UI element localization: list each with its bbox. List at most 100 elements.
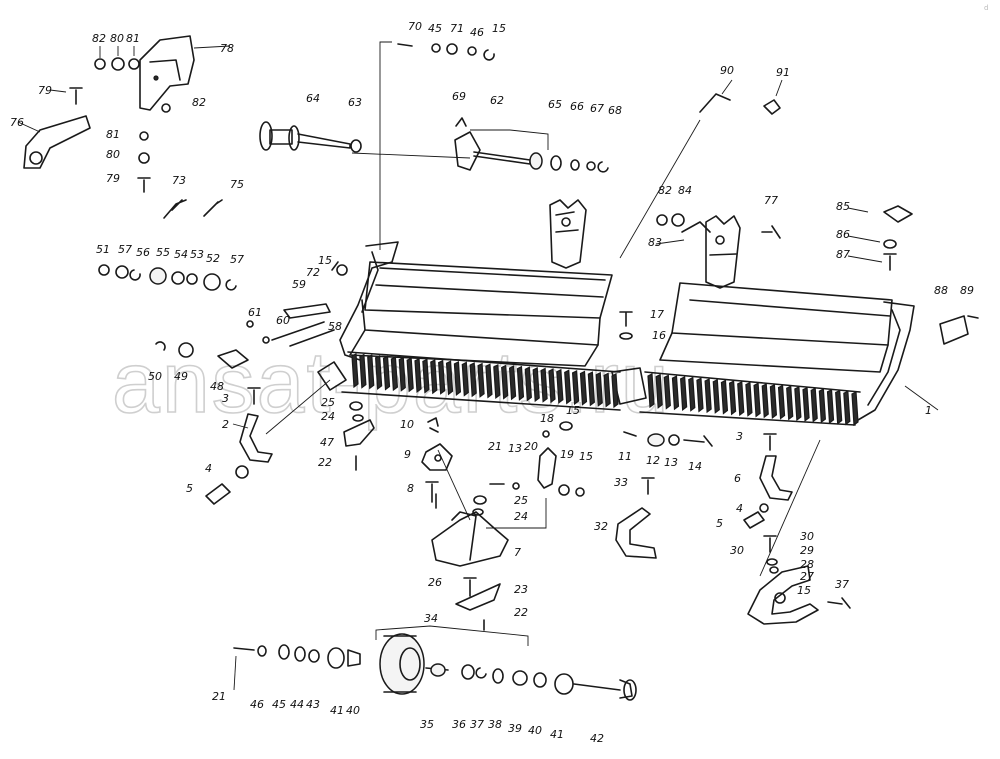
bearing-stack-51-57 xyxy=(98,264,237,291)
tine-tooth xyxy=(485,363,493,399)
callout-label: 79 xyxy=(106,172,120,185)
callout-label: 42 xyxy=(590,732,604,745)
tine-tooth xyxy=(753,382,761,418)
callout-label: 68 xyxy=(608,104,622,117)
callout-label: 45 xyxy=(428,22,442,35)
tine-tooth xyxy=(422,358,430,394)
tine-tooth xyxy=(548,368,556,404)
callout-labels: 1 2 3 3 4 4 5 5 6 7 8 9 10 11 12 13 13 1… xyxy=(10,20,974,745)
bolt-69 xyxy=(455,117,467,127)
tine-tooth xyxy=(524,366,532,402)
callout-label: 7 xyxy=(514,546,521,559)
hitch-tower-left xyxy=(549,199,587,269)
callout-label: 19 xyxy=(560,448,574,461)
callout-label: 16 xyxy=(652,329,666,342)
callout-label: 43 xyxy=(306,698,320,711)
callout-label: 17 xyxy=(650,308,664,321)
callout-label: 14 xyxy=(688,460,702,473)
tine-tooth xyxy=(382,355,391,391)
tine-left-2 xyxy=(205,387,273,505)
callout-label: 83 xyxy=(648,236,662,249)
callout-label: 81 xyxy=(126,32,140,45)
tine-tooth xyxy=(540,367,548,403)
leader-9 xyxy=(437,449,471,521)
callout-label: 55 xyxy=(156,246,170,259)
top-fastener-row xyxy=(379,41,495,250)
callout-label: 80 xyxy=(106,148,120,161)
callout-label: 13 xyxy=(508,442,522,455)
callout-label: 75 xyxy=(230,178,244,191)
washer-49 xyxy=(178,342,194,358)
callout-label: 29 xyxy=(800,544,814,557)
callout-label: 25 xyxy=(514,494,528,507)
chain-75 xyxy=(203,199,223,217)
tine-tooth xyxy=(445,360,454,396)
callout-label: 67 xyxy=(590,102,604,115)
callout-label: 40 xyxy=(346,704,360,717)
tine-tooth xyxy=(769,383,778,419)
callout-label: 35 xyxy=(420,718,434,731)
callout-label: 36 xyxy=(452,718,466,731)
watermark-text: ansat-parts.ru xyxy=(112,335,671,431)
tine-tooth xyxy=(851,391,859,427)
callout-label: 4 xyxy=(736,502,743,515)
bracket-48 xyxy=(217,349,249,369)
tine-tooth xyxy=(351,353,359,389)
callout-label: 1 xyxy=(925,404,932,417)
tine-tooth xyxy=(359,353,367,389)
callout-label: 76 xyxy=(10,116,24,129)
callout-label: 27 xyxy=(800,570,814,583)
tine-tooth xyxy=(587,371,595,407)
tine-tooth xyxy=(704,378,712,414)
tine-tooth xyxy=(680,375,688,412)
tine-tooth xyxy=(493,363,501,400)
callout-label: 51 xyxy=(96,243,110,256)
tine-tooth xyxy=(556,368,564,404)
callout-label: 4 xyxy=(205,462,212,475)
bolt-72 xyxy=(331,261,339,271)
callout-label: 46 xyxy=(250,698,264,711)
callout-label: 57 xyxy=(230,253,244,266)
callout-label: 10 xyxy=(400,418,414,431)
callout-label: 45 xyxy=(272,698,286,711)
tine-tooth xyxy=(802,386,810,422)
callout-label: 47 xyxy=(320,436,334,449)
tine-tooth xyxy=(564,369,572,405)
callout-label: 82 xyxy=(658,184,672,197)
caster-assembly-center xyxy=(421,417,509,631)
rod-90 xyxy=(699,93,731,113)
callout-label: 15 xyxy=(492,22,506,35)
callout-label: 82 xyxy=(192,96,206,109)
callout-label: 11 xyxy=(618,450,632,463)
tine-right-6 xyxy=(743,433,793,529)
tine-tooth xyxy=(501,364,509,400)
rotor-tines xyxy=(341,351,861,427)
callout-label: 62 xyxy=(490,94,504,107)
linkage-58-61 xyxy=(246,264,348,391)
callout-label: 13 xyxy=(664,456,678,469)
leader-27 xyxy=(759,439,821,577)
callout-label: 90 xyxy=(720,64,734,77)
label-leaders xyxy=(17,45,939,691)
shaft-62 xyxy=(351,129,609,173)
callout-label: 33 xyxy=(614,476,628,489)
callout-label: 60 xyxy=(276,314,290,327)
callout-label: 8 xyxy=(407,482,414,495)
tine-tooth xyxy=(579,370,588,406)
callout-label: 57 xyxy=(118,243,132,256)
callout-label: 15 xyxy=(579,450,593,463)
tine-tooth xyxy=(438,359,446,395)
tine-tooth xyxy=(671,375,680,411)
callout-label: 87 xyxy=(836,248,850,261)
tine-tooth xyxy=(453,360,462,397)
callout-label: 84 xyxy=(678,184,692,197)
callout-label: 44 xyxy=(290,698,304,711)
callout-label: 72 xyxy=(306,266,320,279)
callout-label: 24 xyxy=(514,510,528,523)
tine-tooth xyxy=(826,388,835,424)
callout-label: 25 xyxy=(321,396,335,409)
callout-label: 41 xyxy=(330,704,344,717)
callout-label: 3 xyxy=(736,430,743,443)
callout-label: 78 xyxy=(220,42,234,55)
upper-right-parts xyxy=(656,205,979,345)
